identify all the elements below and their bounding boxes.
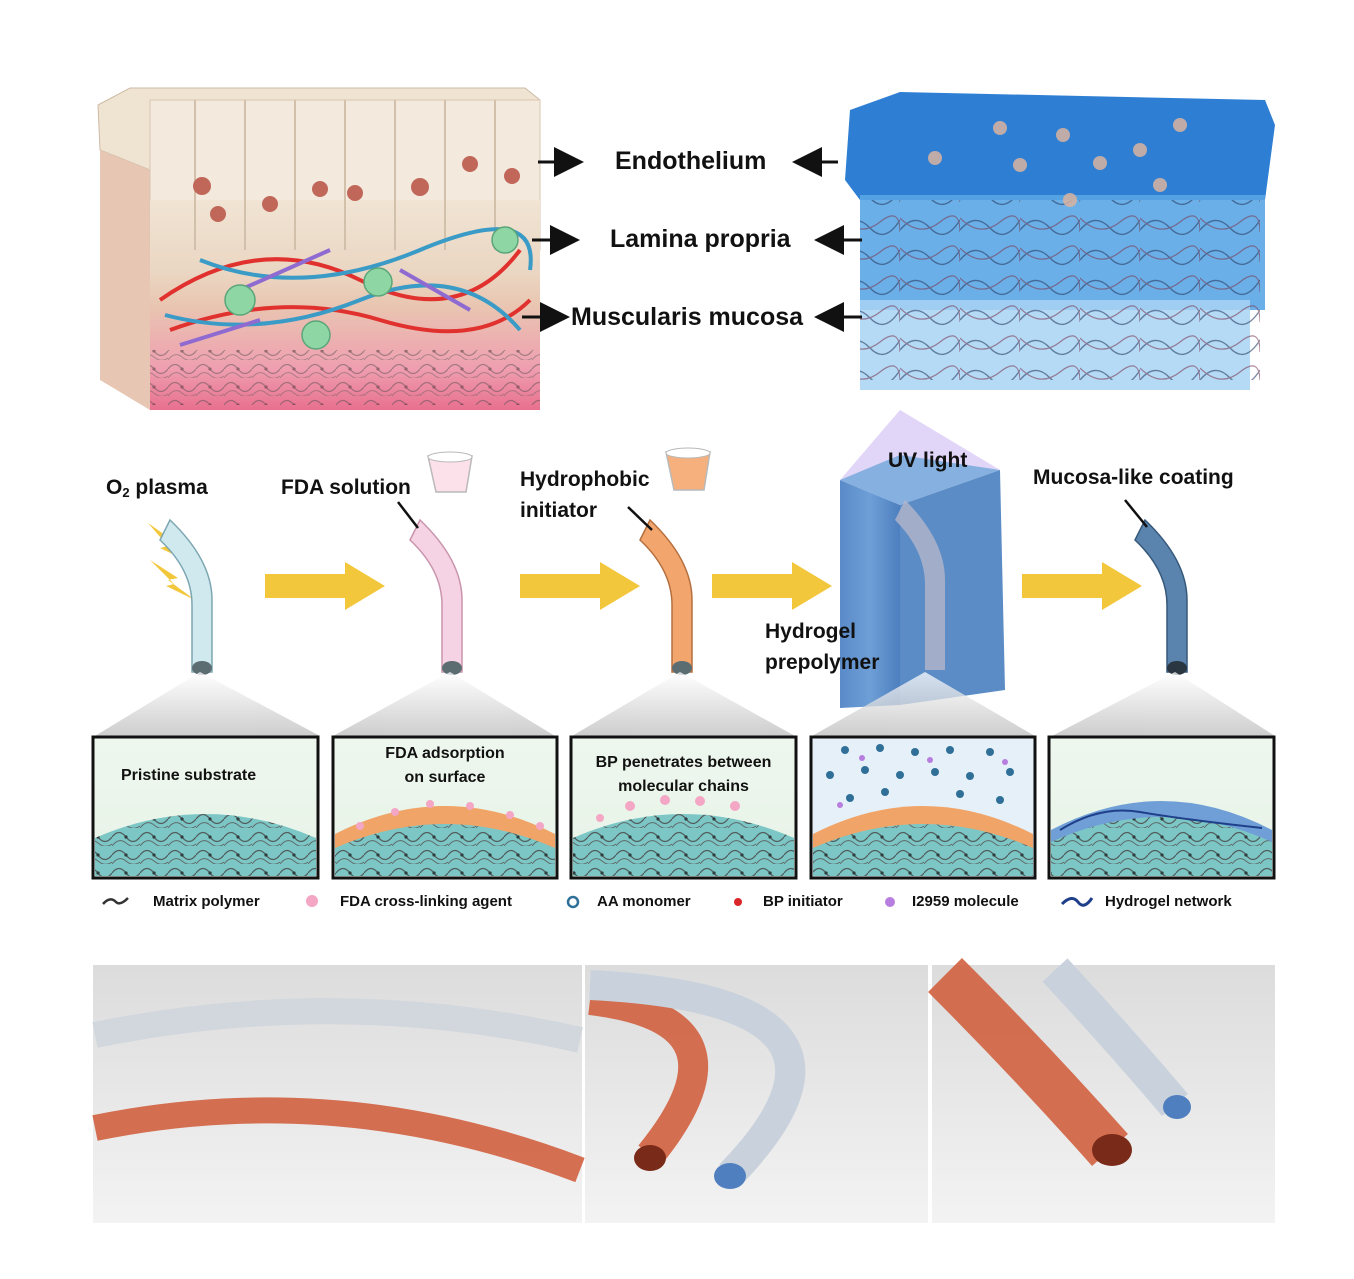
bp-initiator-icon [734,898,742,906]
legend-matrix-polymer: Matrix polymer [153,893,260,910]
tube-coated [1124,499,1188,675]
photo-tubes-curved [585,965,928,1223]
lightning-icon [148,523,195,600]
panel-pristine [91,735,320,880]
step-label-fda-solution: FDA solution [281,476,411,499]
photo-tubes-closeup [928,958,1275,1223]
step-label-o2-plasma: O2 plasma [106,476,208,500]
panel-bp-penetration [569,735,798,880]
tube-fda [397,501,463,675]
matrix-polymer-icon [102,897,129,905]
panel-label-pristine: Pristine substrate [121,767,257,784]
step-label-uv-light: UV light [888,449,968,472]
fda-cross-linker-icon [306,895,318,907]
layer-label-endothelium: Endothelium [615,147,767,175]
process-arrows [265,562,1142,610]
aa-monomer-icon [566,895,580,909]
beaker-icon [665,447,711,491]
layer-label-muscularis-mucosa: Muscularis mucosa [571,303,804,331]
photo-tubes-side [92,965,585,1223]
layer-arrows [522,147,862,332]
tube-initiator [627,506,693,675]
legend-hydrogel-network: Hydrogel network [1105,893,1232,910]
panel-coated [1047,735,1276,880]
i2959-molecule-icon [885,897,895,907]
hydrogel-network-icon [1060,897,1094,907]
layer-label-lamina-propria: Lamina propria [610,225,791,253]
step-label-mucosa-like-coating: Mucosa-like coating [1033,466,1234,489]
legend-i2959-molecule: I2959 molecule [912,893,1019,910]
beaker-icon [427,451,473,493]
legend-fda-cross-linking-agent: FDA cross-linking agent [340,893,512,910]
native-tissue-illustration [97,87,541,410]
hydrogel-mimic-illustration [845,92,1275,390]
tube-plasma [159,518,213,675]
zoom-cones [95,672,1275,736]
panel-fda-adsorption [331,735,559,880]
legend-aa-monomer: AA monomer [597,893,691,910]
legend-bp-initiator: BP initiator [763,893,843,910]
uv-hydrogel-block [840,410,1005,708]
panel-prepolymer [809,735,1037,880]
